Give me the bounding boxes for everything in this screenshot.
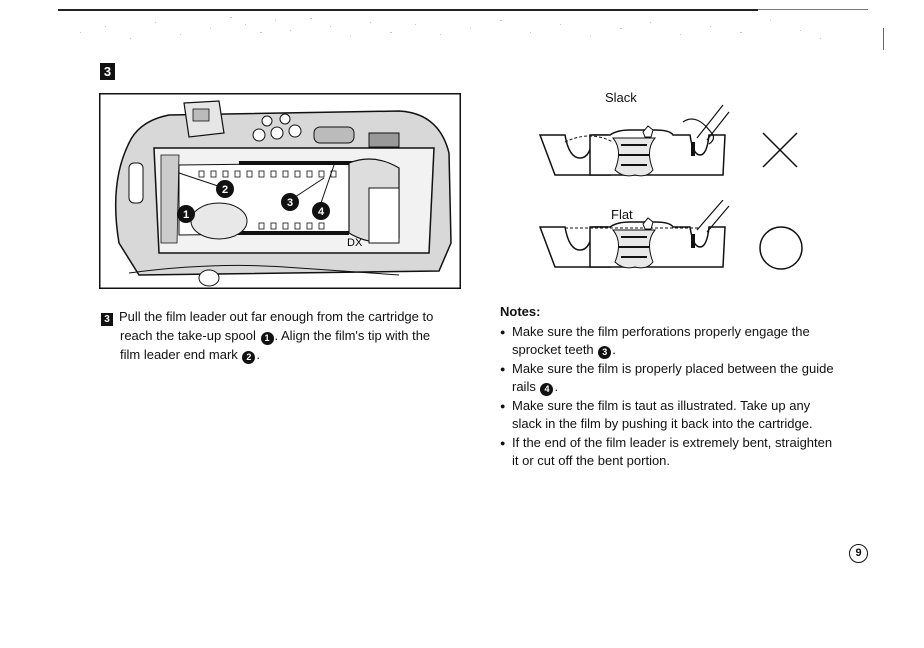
circle-mark-icon bbox=[759, 226, 803, 270]
notes-list: Make sure the film perforations properly… bbox=[500, 323, 880, 471]
cross-mark-icon bbox=[762, 132, 798, 168]
callout-marker-4: 4 bbox=[312, 202, 330, 220]
slack-label: Slack bbox=[605, 90, 637, 105]
top-rule-thin bbox=[758, 9, 868, 10]
svg-text:1: 1 bbox=[183, 209, 189, 221]
instruction-line-2: reach the take-up spool 1. Align the fil… bbox=[120, 328, 431, 345]
note-item: Make sure the film is properly placed be… bbox=[500, 360, 880, 397]
notes-section: Notes: Make sure the film perforations p… bbox=[500, 303, 880, 471]
marker-1: 1 bbox=[260, 332, 274, 345]
marker-4: 4 bbox=[540, 383, 554, 396]
page-number: 9 bbox=[849, 544, 868, 563]
scan-noise bbox=[80, 17, 821, 39]
step-number-badge-inline: 3 bbox=[101, 313, 113, 326]
callout-marker-3: 3 bbox=[281, 193, 299, 211]
callout-marker-1: 1 bbox=[177, 205, 195, 223]
slack-film-diagram bbox=[538, 104, 730, 177]
marker-3: 3 bbox=[598, 346, 612, 359]
svg-text:2: 2 bbox=[222, 184, 228, 196]
note-item: If the end of the film leader is extreme… bbox=[500, 434, 880, 471]
edge-mark bbox=[883, 28, 884, 50]
note-item: Make sure the film perforations properly… bbox=[500, 323, 880, 360]
note-item: Make sure the film is taut as illustrate… bbox=[500, 397, 880, 434]
flat-label: Flat bbox=[611, 207, 633, 222]
top-rule bbox=[58, 9, 758, 11]
svg-text:3: 3 bbox=[287, 197, 293, 209]
step-number-badge: 3 bbox=[100, 63, 115, 80]
camera-film-loading-illustration: DX 1 2 3 4 bbox=[99, 93, 461, 289]
marker-2: 2 bbox=[242, 351, 256, 364]
flat-film-diagram bbox=[538, 200, 730, 269]
callout-marker-2: 2 bbox=[216, 180, 234, 198]
svg-text:4: 4 bbox=[318, 206, 325, 218]
instruction-line-3: film leader end mark 2. bbox=[120, 347, 261, 364]
notes-title: Notes: bbox=[500, 304, 541, 319]
dx-label: DX bbox=[347, 237, 363, 249]
